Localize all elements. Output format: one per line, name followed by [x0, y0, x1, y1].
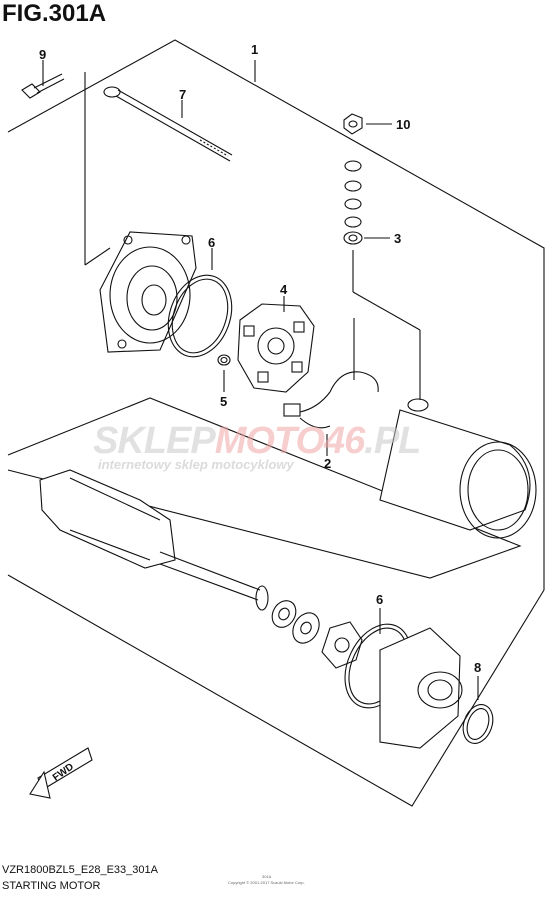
brush-lead-2 [283, 318, 379, 456]
callout-6-upper: 6 [208, 235, 216, 250]
callout-2: 2 [324, 456, 332, 471]
nut-10 [343, 113, 392, 135]
brush-plate-4 [237, 296, 315, 393]
front-cover [99, 231, 197, 353]
callout-5: 5 [220, 394, 228, 409]
watermark-logo: SKLEPMOTO46.PL [93, 420, 421, 462]
rear-housing [379, 627, 463, 749]
callout-4: 4 [280, 282, 288, 297]
thrust-washers [271, 600, 320, 644]
callout-1: 1 [251, 42, 259, 57]
callout-3: 3 [394, 231, 402, 246]
copyright-note: Copyright © 2001-2017 Suzuki Motor Corp. [228, 880, 305, 885]
lock-plate [321, 621, 363, 669]
fwd-arrow [29, 747, 93, 799]
motor-yoke [379, 398, 537, 539]
figure-title: FIG.301A [2, 0, 107, 27]
washer-stack-3 [343, 160, 421, 400]
motor-section-outline [7, 397, 522, 579]
o-ring-6-upper [167, 248, 233, 358]
bolt-9 [21, 60, 65, 99]
callout-7: 7 [179, 87, 187, 102]
callout-10: 10 [396, 117, 411, 132]
armature [39, 469, 269, 611]
watermark-subtitle: internetowy sklep motocyklowy [98, 457, 294, 472]
through-bolt-7 [103, 86, 233, 162]
callout-9: 9 [39, 47, 47, 62]
ref-code: 301A [262, 874, 272, 879]
figure-caption: STARTING MOTOR [2, 880, 101, 892]
assembly-outline [7, 39, 545, 807]
callout-8: 8 [474, 660, 482, 675]
o-ring-8 [462, 676, 494, 744]
model-code: VZR1800BZL5_E28_E33_301A [2, 864, 158, 876]
washer-5 [217, 354, 231, 392]
callout-6-lower: 6 [376, 592, 384, 607]
